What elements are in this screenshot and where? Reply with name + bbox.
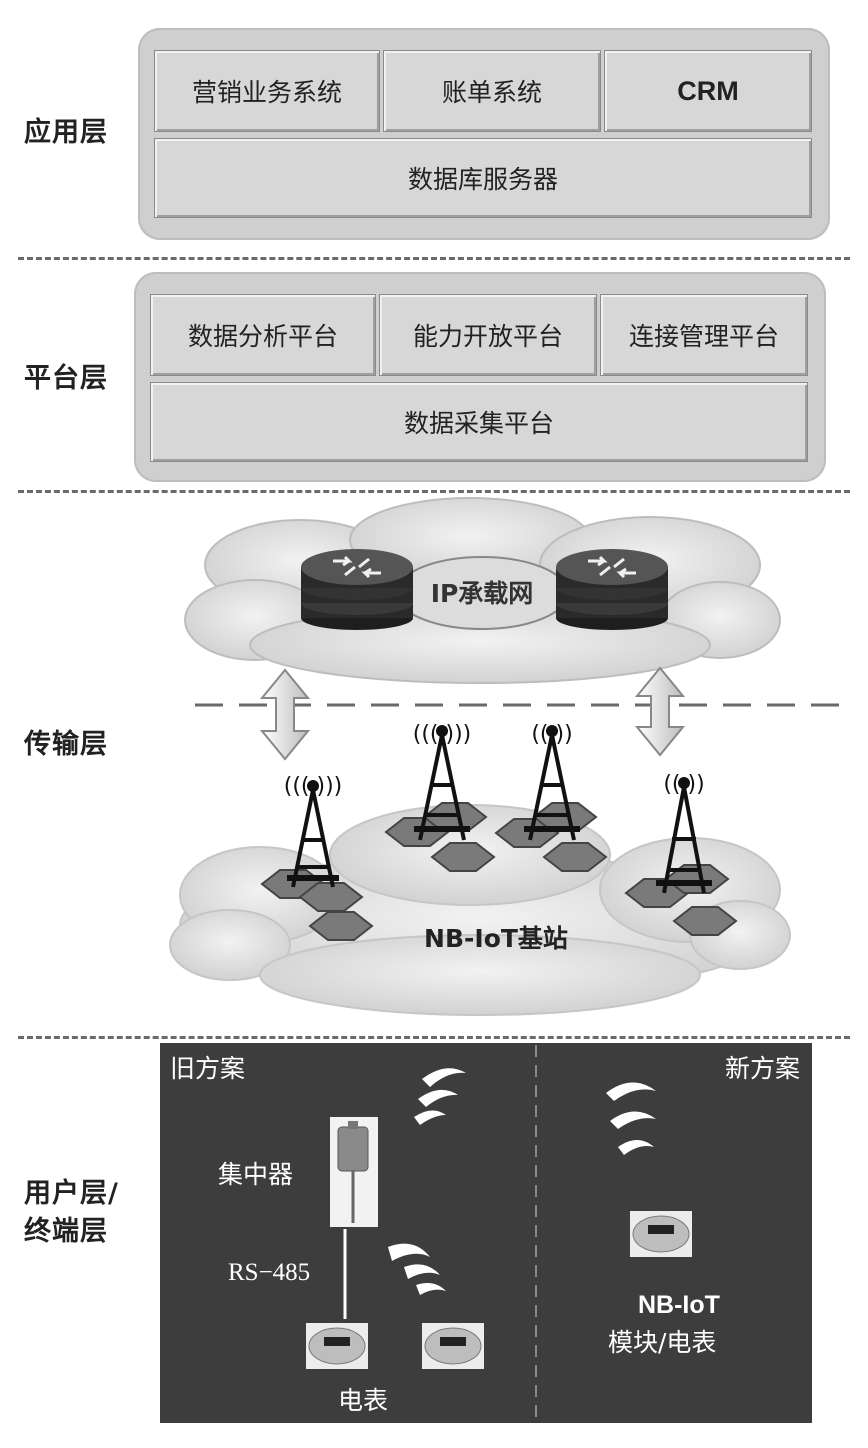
application-layer-label: 应用层 <box>24 117 108 148</box>
database-server-box: 数据库服务器 <box>154 138 812 218</box>
data-analysis-platform-box: 数据分析平台 <box>150 294 376 376</box>
signal-icon-4: ((·)) <box>663 772 704 797</box>
divider-app-platform <box>18 257 850 260</box>
wireless-wave-icon-2 <box>388 1243 446 1295</box>
data-collection-platform-box: 数据采集平台 <box>150 382 808 462</box>
transport-layer-graphic: IP承载网 (((·))) <box>169 497 850 1016</box>
crm-box: CRM <box>604 50 812 132</box>
meter-icon-1 <box>306 1323 368 1369</box>
tower-icon-2 <box>414 725 470 841</box>
double-arrow-left <box>259 668 311 761</box>
wireless-wave-icon-1 <box>414 1068 466 1125</box>
new-scheme-label: 新方案 <box>724 1054 800 1083</box>
user-layer-panel: 旧方案 新方案 集中器 RS−485 电表 NB-IoT 模块/电表 <box>160 1043 812 1423</box>
transport-layer-label: 传输层 <box>24 729 108 760</box>
old-scheme-label: 旧方案 <box>170 1054 246 1083</box>
signal-icon-1: (((·))) <box>284 774 343 799</box>
platform-layer-panel: 数据分析平台 能力开放平台 连接管理平台 数据采集平台 <box>134 272 826 482</box>
base-station-label: NB-IoT基站 <box>424 924 568 953</box>
nb-iot-module-label-line1: NB-IoT <box>638 1291 720 1319</box>
tower-icon-1 <box>287 780 339 888</box>
nb-iot-module-label-line2: 模块/电表 <box>608 1328 717 1357</box>
rs485-label: RS−485 <box>228 1259 311 1286</box>
connection-management-platform-box: 连接管理平台 <box>600 294 808 376</box>
capability-open-platform-box: 能力开放平台 <box>379 294 597 376</box>
platform-layer-label: 平台层 <box>24 363 108 394</box>
base-station-cloud <box>169 804 791 1016</box>
tower-icon-3 <box>524 725 580 841</box>
concentrator-icon <box>330 1117 378 1227</box>
application-layer-panel: 营销业务系统 账单系统 CRM 数据库服务器 <box>138 28 830 240</box>
double-arrow-right <box>634 666 686 757</box>
concentrator-label: 集中器 <box>218 1160 294 1189</box>
user-layer-graphic <box>306 1045 692 1421</box>
tower-icon-4 <box>656 777 712 894</box>
meter-icon-2 <box>422 1323 484 1369</box>
signal-icon-3: ((·)) <box>531 722 572 747</box>
ip-network-label: IP承载网 <box>431 579 534 608</box>
user-layer-label-line2: 终端层 <box>24 1216 108 1247</box>
signal-icon-2: (((·))) <box>413 722 472 747</box>
divider-transport-user <box>18 1036 850 1039</box>
router-icon-right <box>556 549 668 630</box>
router-icon-left <box>301 549 413 630</box>
user-layer-label-line1: 用户层/ <box>24 1178 119 1209</box>
billing-system-box: 账单系统 <box>383 50 601 132</box>
wireless-wave-icon-3 <box>606 1082 656 1155</box>
marketing-system-box: 营销业务系统 <box>154 50 380 132</box>
meter-label: 电表 <box>338 1386 389 1415</box>
divider-platform-transport <box>18 490 850 493</box>
nb-iot-meter-icon <box>630 1211 692 1257</box>
